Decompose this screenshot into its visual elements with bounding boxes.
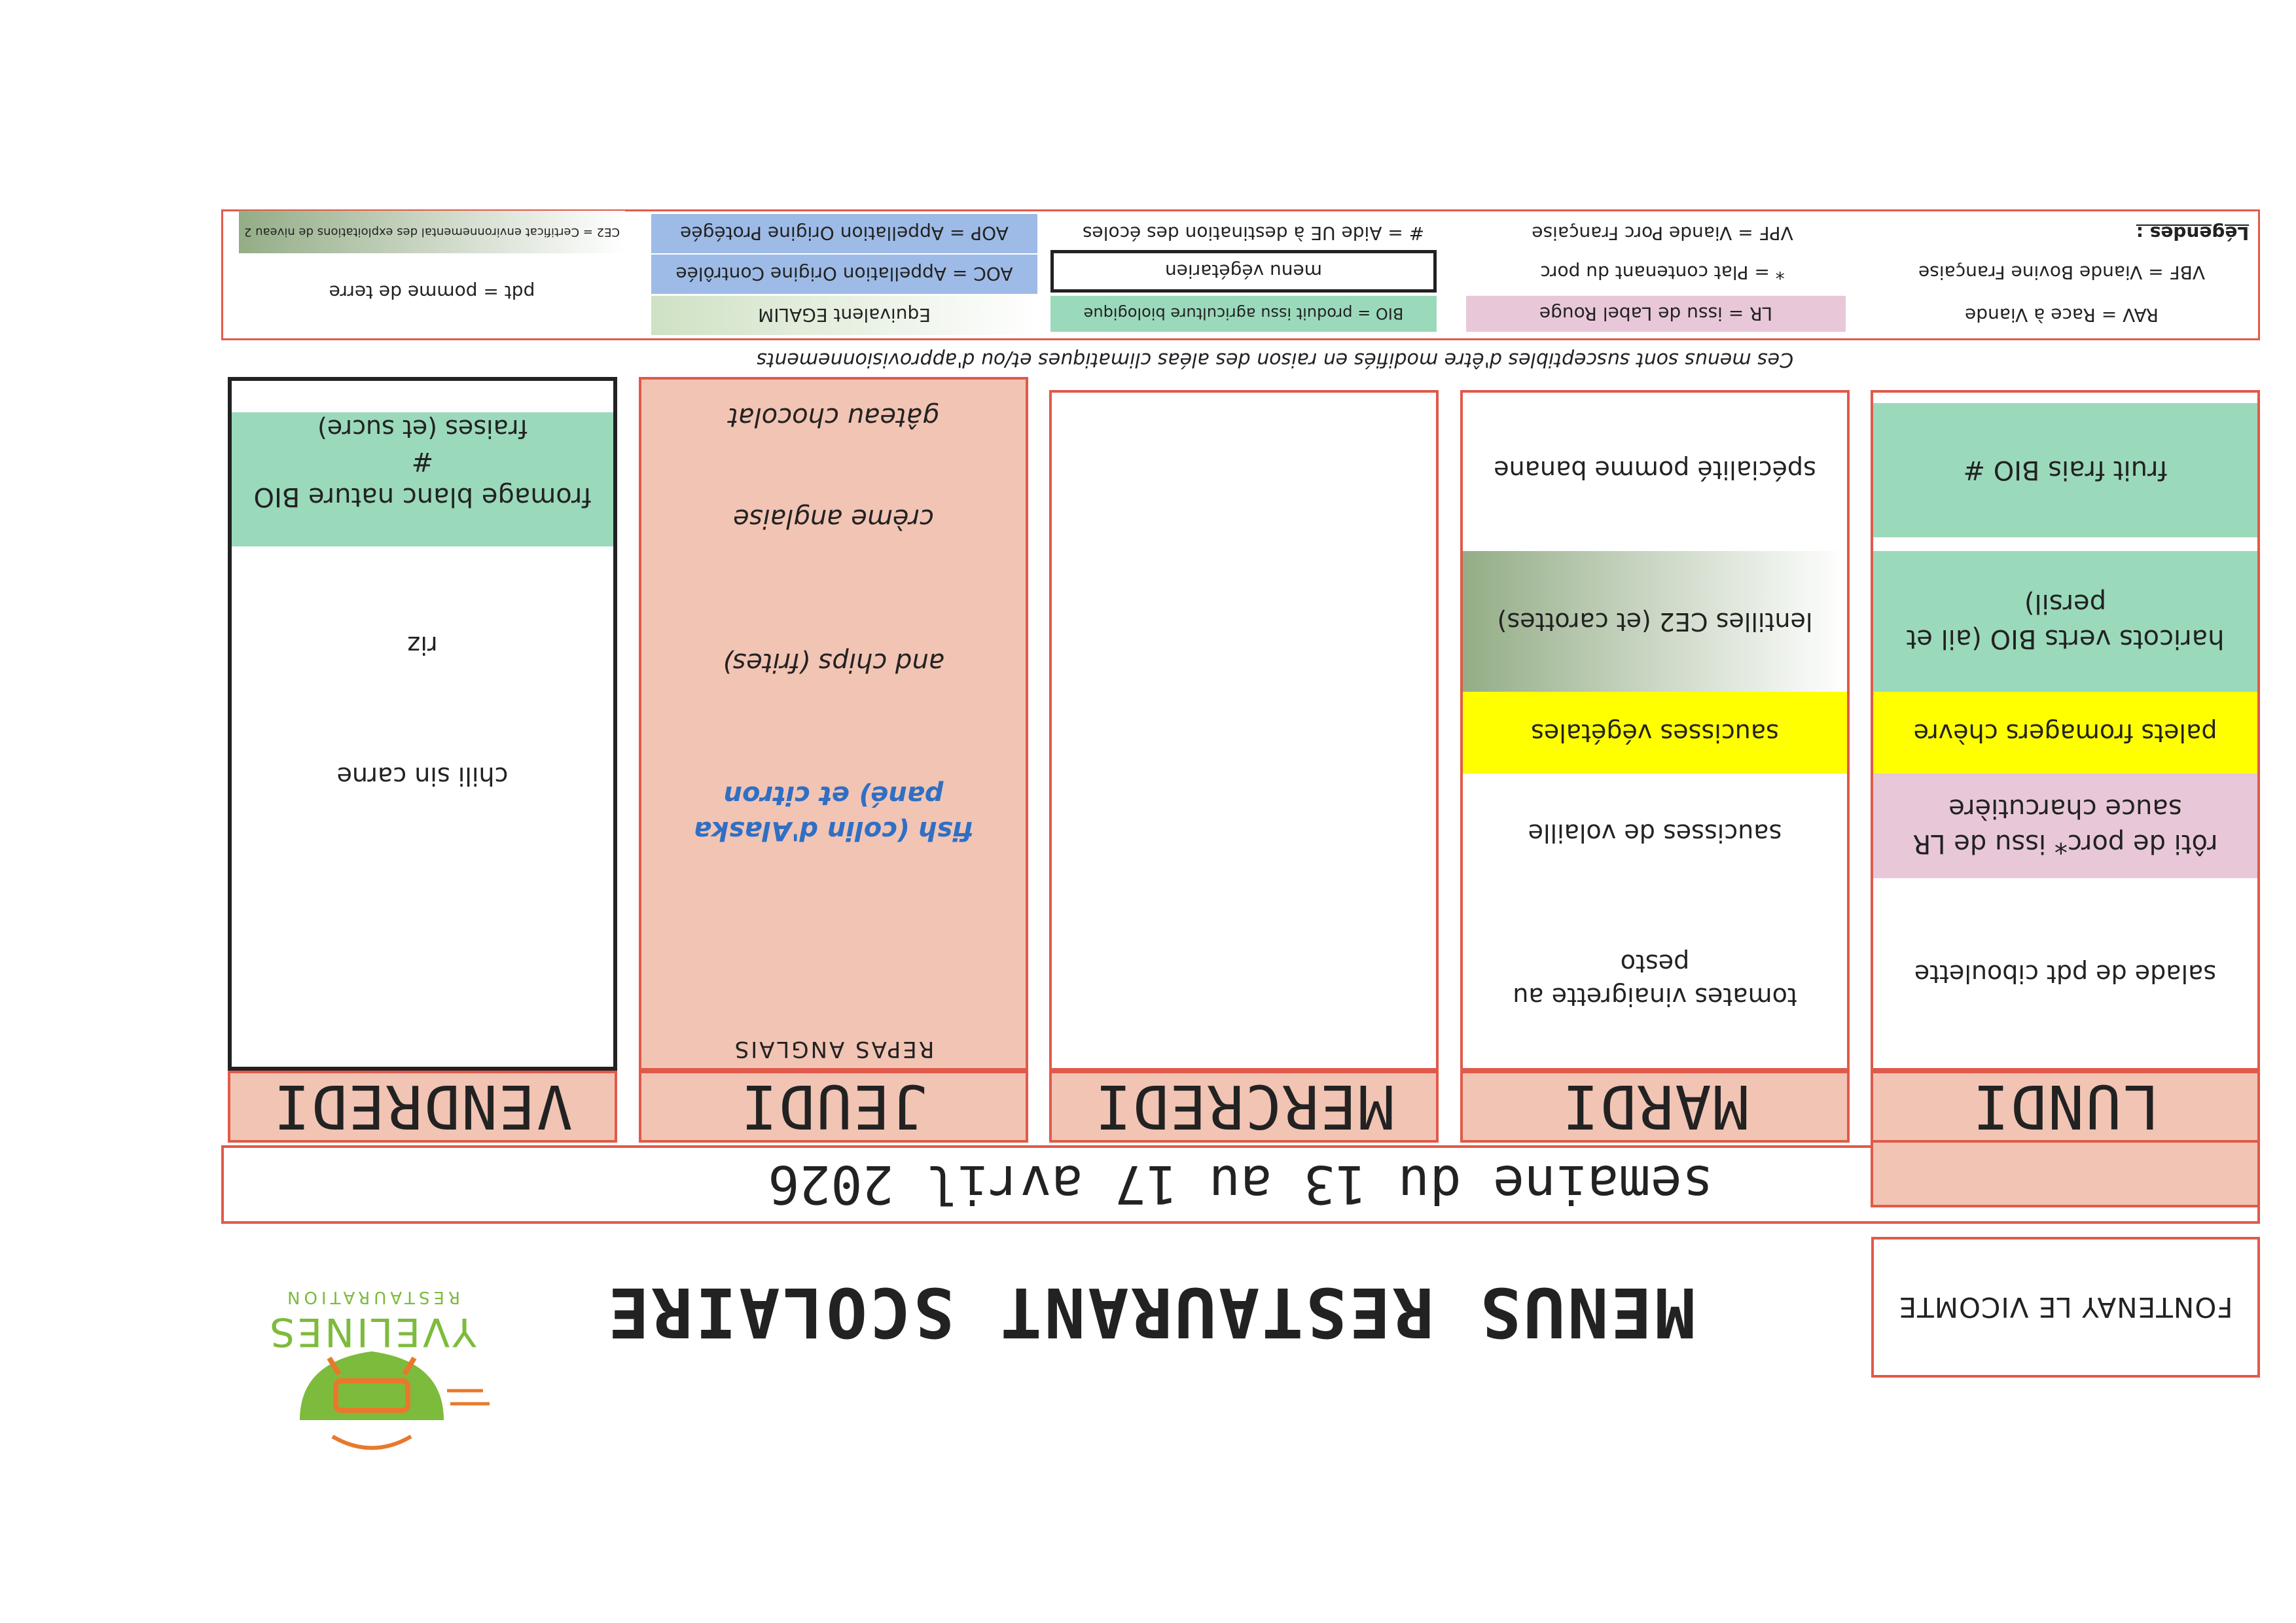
week-label: semaine du 13 au 17 avril 2026: [768, 1154, 1713, 1215]
mardi-entree: tomates vinaigrette au pesto: [1513, 949, 1797, 1012]
legend-vpf: VPF = Viande Porc Française: [1532, 223, 1793, 245]
legend-pdt: pdt = pomme de terre: [329, 281, 535, 304]
legend-aide-ue: # = Aide UE à destination des écoles: [1082, 223, 1425, 245]
lundi-dessert-band: fruit frais BIO #: [1873, 403, 2257, 537]
jeudi-subtitle: REPAS ANGLAIS: [732, 1035, 935, 1062]
lundi-plat: rôti de porc* issu de LR sauce charcutiè…: [1873, 774, 2257, 878]
logo-title: YVELINES: [267, 1309, 476, 1355]
day-mercredi: MERCREDI: [1049, 1071, 1439, 1143]
jeudi-plat: fish (colin d'Alaska pané) et citron: [694, 780, 973, 846]
legend-vbf: VBF = Viande Bovine Française: [1918, 262, 2206, 284]
jeudi-laitage: crème anglaise: [733, 503, 934, 533]
lundi-entree: salade de pdt ciboulette: [1914, 959, 2217, 988]
column-mercredi: [1049, 390, 1439, 1071]
lundi-legume: haricots verts BIO (ail et persil): [1873, 551, 2257, 692]
mardi-plat-vege: saucisses végétales: [1463, 692, 1847, 774]
day-jeudi: JEUDI: [639, 1071, 1028, 1143]
lundi-plat-vege: palets fromagers chèvre: [1873, 692, 2257, 774]
column-vendredi: chili sin carne riz fromage blanc nature…: [228, 377, 617, 1071]
mardi-laitage: [1463, 538, 1847, 551]
day-header-lundi: [1871, 1132, 2260, 1207]
legend-box: Légendes : VBF = Viande Bovine Française…: [221, 209, 2260, 340]
legend-bio: BIO = produit issu agriculture biologiqu…: [1050, 296, 1437, 332]
legend-egalim: Equivalent EGALIM: [651, 296, 1037, 335]
school-name: FONTENAY LE VICOMTE: [1898, 1291, 2233, 1323]
legend-title: Légendes :: [2136, 223, 2250, 245]
day-lundi: LUNDI: [1871, 1071, 2260, 1143]
yvelines-logo: YVELINES RESTAURATION: [215, 1270, 529, 1466]
vendredi-accompagnement: riz: [407, 630, 438, 660]
column-jeudi: REPAS ANGLAIS fish (colin d'Alaska pané)…: [639, 377, 1028, 1071]
logo-bowl-icon: [300, 1351, 490, 1450]
jeudi-dessert: gâteau chocolat: [728, 402, 939, 432]
legend-menu-vege: menu végétarien: [1050, 250, 1437, 293]
day-mardi: MARDI: [1460, 1071, 1850, 1143]
mardi-plat: saucisses de volaille: [1528, 818, 1782, 847]
school-box: FONTENAY LE VICOMTE: [1871, 1237, 2260, 1378]
legend-plat-porc: * = Plat contenant du porc: [1540, 262, 1785, 284]
legend-aop: AOP = Appellation Origine Protégée: [651, 214, 1037, 253]
legend-rav: RAV = Race à Viande: [1965, 304, 2159, 327]
jeudi-accompagnement: and chips (frites): [722, 647, 945, 677]
vendredi-plat: chili sin carne: [336, 761, 509, 791]
mardi-dessert-cell: spécialité pomme banane: [1494, 455, 1816, 485]
notice-text: Ces menus sont susceptibles d'être modif…: [756, 348, 1794, 372]
legend-aoc: AOC = Appellation Origine Contrôlée: [651, 255, 1037, 294]
vendredi-dessert-cell: fraises (et sucre): [317, 414, 528, 443]
page-title: MENUS RESTAURANT SCOLAIRE: [605, 1272, 1696, 1352]
logo-subtitle: RESTAURATION: [283, 1287, 460, 1307]
day-vendredi: VENDREDI: [228, 1071, 617, 1143]
legend-ce2: CE2 = Certificat environnemental des exp…: [239, 211, 625, 253]
lundi-laitage: [1873, 538, 2257, 551]
mardi-legume: lentilles CE2 (et carottes): [1463, 551, 1847, 692]
legend-lr: LR = issu de Label Rouge: [1466, 296, 1846, 332]
